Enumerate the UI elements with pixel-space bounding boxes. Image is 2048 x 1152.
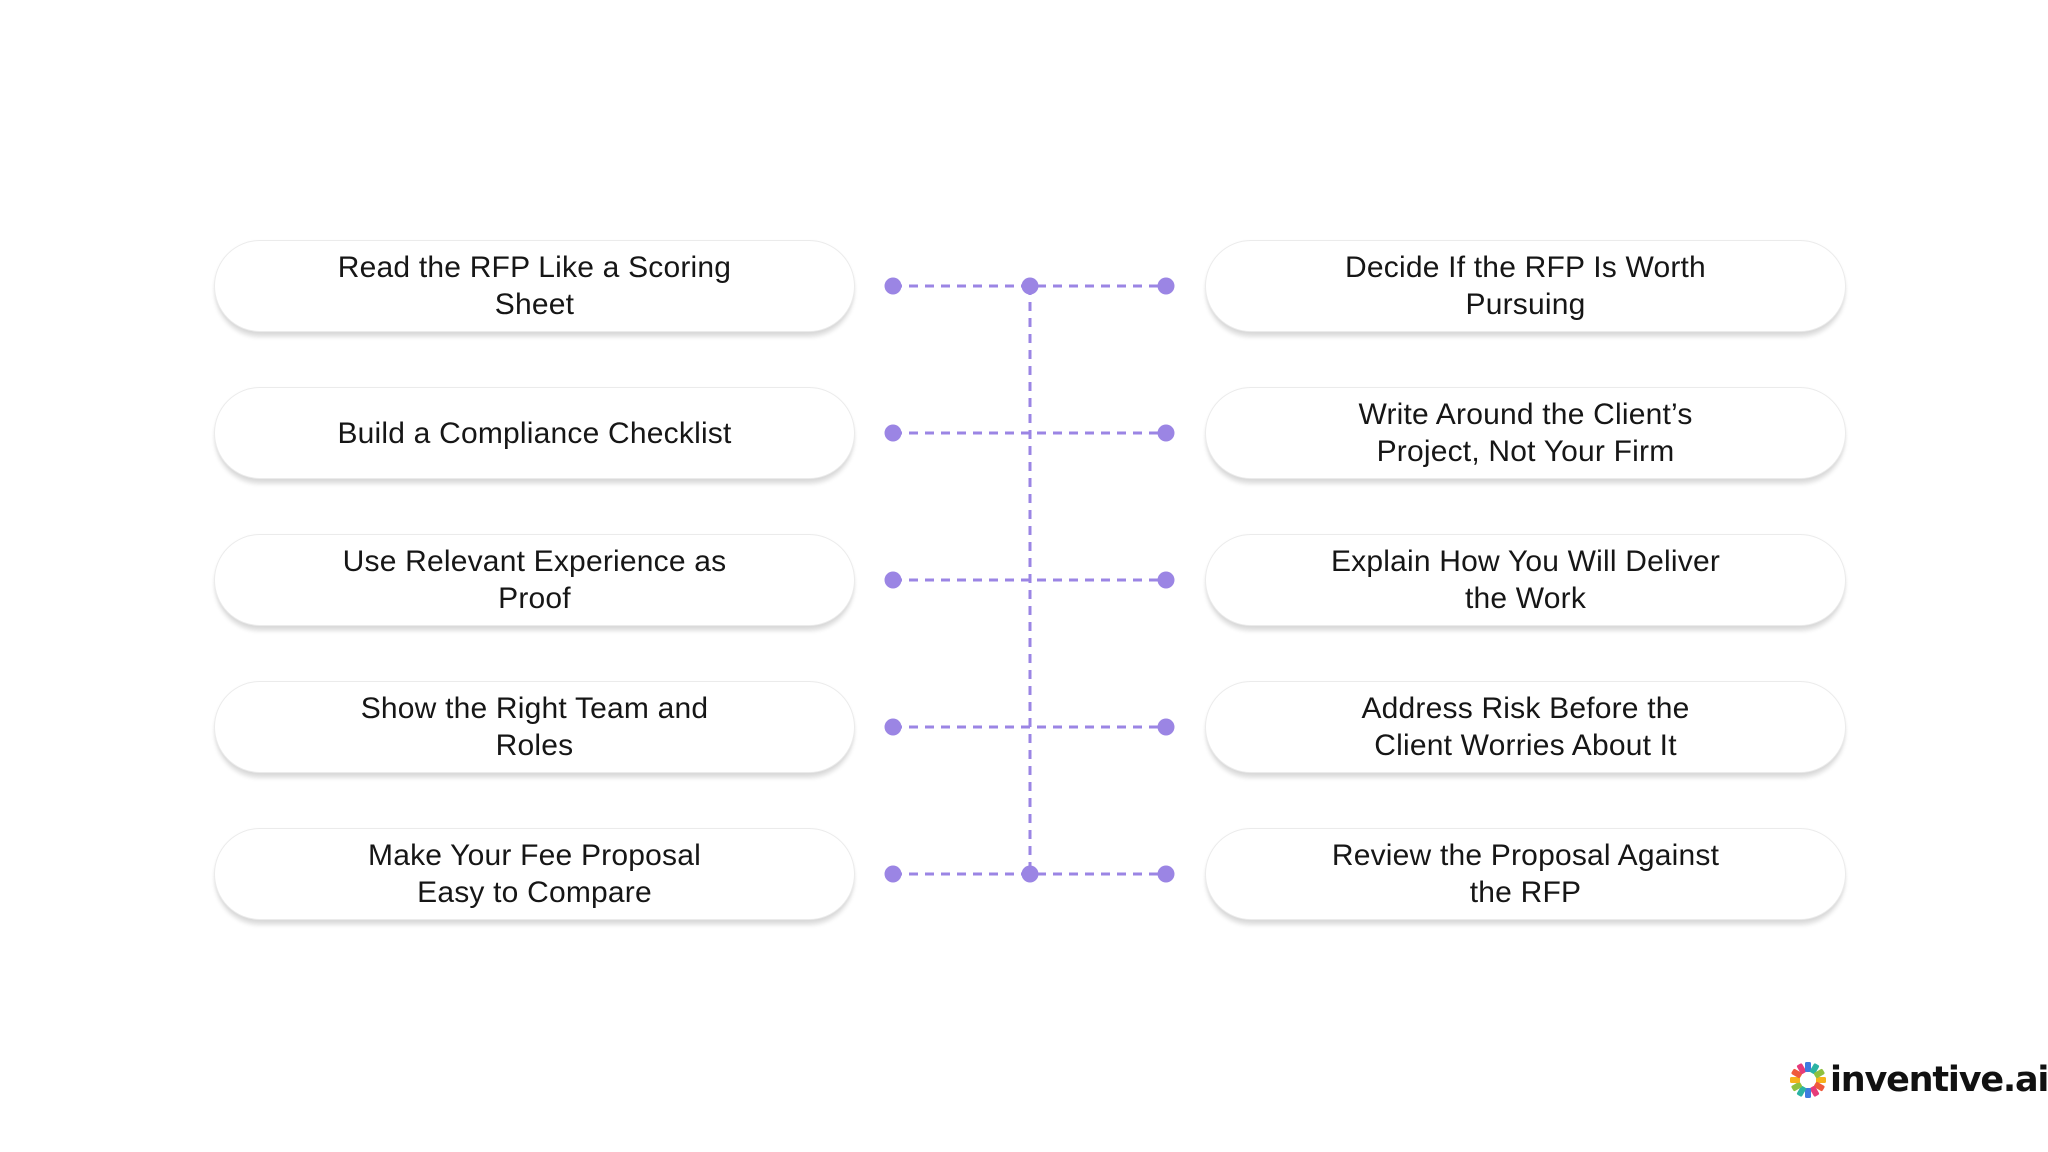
connector-dot-right-4 xyxy=(1157,718,1175,736)
step-card-label: Explain How You Will Deliver the Work xyxy=(1330,545,1721,615)
step-card-right-4: Address Risk Before the Client Worries A… xyxy=(1205,681,1846,773)
logo-mark-petal xyxy=(1796,1063,1807,1075)
step-card-right-3: Explain How You Will Deliver the Work xyxy=(1205,534,1846,626)
step-card-label: Review the Proposal Against the RFP xyxy=(1331,839,1720,909)
logo-mark-petal xyxy=(1813,1081,1825,1092)
step-card-label: Show the Right Team and Roles xyxy=(360,692,709,762)
step-card-label: Build a Compliance Checklist xyxy=(337,416,732,450)
logo-mark-petal xyxy=(1809,1063,1820,1075)
step-card-label: Use Relevant Experience as Proof xyxy=(342,545,727,615)
step-card-right-1: Decide If the RFP Is Worth Pursuing xyxy=(1205,240,1846,332)
logo-mark-petal xyxy=(1791,1081,1803,1092)
step-card-label: Read the RFP Like a Scoring Sheet xyxy=(337,251,732,321)
step-card-right-5: Review the Proposal Against the RFP xyxy=(1205,828,1846,920)
step-card-left-2: Build a Compliance Checklist xyxy=(214,387,855,479)
connector-dot-right-5 xyxy=(1157,865,1175,883)
connector-dot-center-top xyxy=(1021,277,1039,295)
step-card-label: Make Your Fee Proposal Easy to Compare xyxy=(368,839,701,909)
logo-mark-petal xyxy=(1816,1077,1826,1083)
connector-dot-right-2 xyxy=(1157,424,1175,442)
logo-mark-petal xyxy=(1796,1085,1807,1097)
connector-dot-right-3 xyxy=(1157,571,1175,589)
step-card-left-1: Read the RFP Like a Scoring Sheet xyxy=(214,240,855,332)
step-card-left-5: Make Your Fee Proposal Easy to Compare xyxy=(214,828,855,920)
step-card-left-4: Show the Right Team and Roles xyxy=(214,681,855,773)
logo-mark-petal xyxy=(1805,1088,1811,1098)
connector-dot-left-1 xyxy=(884,277,902,295)
logo-mark-petal xyxy=(1790,1077,1800,1083)
brand-name: inventive.ai xyxy=(1830,1060,2048,1100)
logo-mark-petal xyxy=(1809,1085,1820,1097)
logo-mark-petal xyxy=(1805,1062,1811,1072)
logo-mark-petal xyxy=(1813,1068,1825,1079)
connector-dot-left-5 xyxy=(884,865,902,883)
step-card-label: Write Around the Client’s Project, Not Y… xyxy=(1358,398,1693,468)
connector-dot-left-3 xyxy=(884,571,902,589)
connector-dot-center-bottom xyxy=(1021,865,1039,883)
logo-mark-petal xyxy=(1791,1068,1803,1079)
step-card-label: Address Risk Before the Client Worries A… xyxy=(1361,692,1690,762)
connector-dot-left-2 xyxy=(884,424,902,442)
brand-logo: inventive.ai xyxy=(1788,1056,2048,1104)
step-card-right-2: Write Around the Client’s Project, Not Y… xyxy=(1205,387,1846,479)
colorful-pinwheel-icon xyxy=(1790,1062,1826,1098)
connector-dot-right-1 xyxy=(1157,277,1175,295)
connector-dot-left-4 xyxy=(884,718,902,736)
step-card-left-3: Use Relevant Experience as Proof xyxy=(214,534,855,626)
step-card-label: Decide If the RFP Is Worth Pursuing xyxy=(1345,251,1706,321)
